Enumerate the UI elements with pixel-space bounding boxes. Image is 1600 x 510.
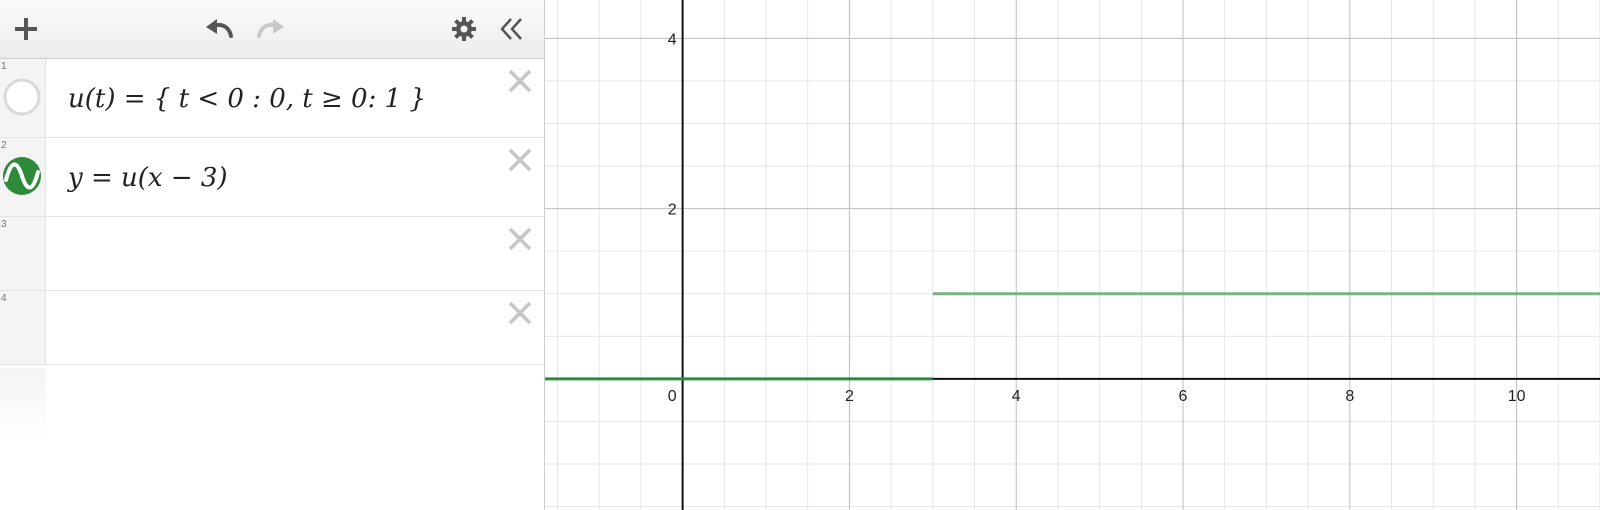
expression-panel: 1 u(t) = { t < 0 : 0, t ≥ 0: 1 } 2 y = u… [0,0,545,510]
x-tick-label: 6 [1179,388,1188,405]
settings-button[interactable] [444,9,484,49]
delete-icon[interactable] [506,146,534,174]
tick-labels: 0 2 4 6 8 10 2 4 [668,31,1526,405]
hidden-circle-icon[interactable] [2,77,42,117]
row-number: 1 [1,61,7,72]
x-tick-label: 0 [668,388,677,405]
undo-icon [206,19,233,38]
redo-icon [257,19,284,38]
collapse-panel-button[interactable] [492,9,532,49]
row-number: 3 [1,219,7,230]
x-tick-label: 8 [1345,388,1354,405]
x-tick-label: 10 [1508,388,1526,405]
expression-row[interactable]: 1 u(t) = { t < 0 : 0, t ≥ 0: 1 } [0,59,544,138]
expression-list: 1 u(t) = { t < 0 : 0, t ≥ 0: 1 } 2 y = u… [0,59,544,439]
toolbar [0,0,544,59]
double-chevron-left-icon [500,18,522,40]
row-gutter: 1 [0,59,46,137]
row-gutter: 2 [0,138,46,216]
x-tick-label: 4 [1012,388,1021,405]
row-gutter: 4 [0,291,46,364]
y-tick-label: 2 [668,202,677,219]
expression-row[interactable]: 4 [0,291,544,365]
add-item-button[interactable] [6,9,46,49]
row-number: 4 [1,293,7,304]
expression-input[interactable]: y = u(x − 3) [68,162,228,193]
axes [545,0,1600,510]
gutter-fade [0,368,46,438]
redo-button[interactable] [250,9,290,49]
major-gridlines [545,0,1600,510]
row-number: 2 [1,140,7,151]
expression-row[interactable]: 3 [0,217,544,291]
plus-icon [15,18,37,40]
expression-row[interactable]: 5 [0,365,544,439]
delete-icon[interactable] [506,67,534,95]
graph-canvas[interactable]: 0 2 4 6 8 10 2 4 [545,0,1600,510]
gear-icon [452,17,476,41]
expression-input[interactable]: u(t) = { t < 0 : 0, t ≥ 0: 1 } [68,83,426,114]
row-gutter: 3 [0,217,46,290]
undo-button[interactable] [200,9,240,49]
minor-gridlines [545,0,1600,510]
expression-row[interactable]: 2 y = u(x − 3) [0,138,544,217]
delete-icon[interactable] [506,225,534,253]
delete-icon[interactable] [506,299,534,327]
x-tick-label: 2 [845,388,854,405]
y-tick-label: 4 [668,31,677,48]
graph-wave-icon[interactable] [2,156,42,196]
curves [545,292,1600,381]
